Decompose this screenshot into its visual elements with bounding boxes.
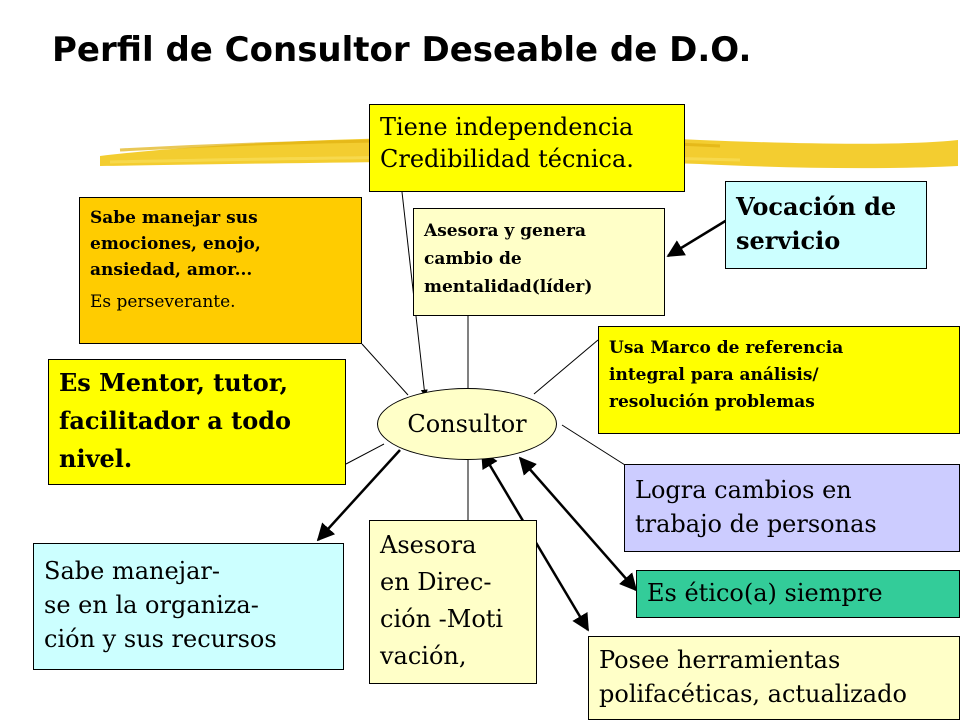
node-vocacion: Vocación de servicio bbox=[725, 181, 927, 269]
node-logra: Logra cambios en trabajo de personas bbox=[624, 464, 960, 552]
node-asesora-cambio: Asesora y genera cambio de mentalidad(lí… bbox=[413, 208, 665, 316]
node-line: Credibilidad técnica. bbox=[380, 145, 634, 173]
node-line: vación, bbox=[380, 642, 467, 670]
node-line: polifacéticas, actualizado bbox=[599, 680, 907, 708]
node-line: Sabe manejar sus bbox=[90, 208, 258, 228]
node-line: Es Mentor, tutor, bbox=[59, 368, 289, 397]
node-line: Usa Marco de referencia bbox=[609, 338, 844, 358]
node-direccion: Asesora en Direc- ción -Moti vación, bbox=[369, 520, 537, 684]
page-title: Perfil de Consultor Deseable de D.O. bbox=[52, 30, 752, 70]
arrow-etico bbox=[518, 456, 638, 592]
node-organizacion: Sabe manejar- se en la organiza- ción y … bbox=[33, 543, 344, 670]
node-marco: Usa Marco de referencia integral para an… bbox=[598, 326, 960, 434]
node-line: cambio de bbox=[424, 249, 522, 269]
link-marco bbox=[533, 339, 599, 395]
link-mentor bbox=[345, 443, 385, 465]
node-line: Posee herramientas bbox=[599, 646, 841, 674]
node-line: Tiene independencia bbox=[380, 113, 634, 141]
node-line: Es ético(a) siempre bbox=[647, 579, 883, 607]
arrow-vocacion bbox=[666, 218, 728, 258]
node-line: Sabe manejar- bbox=[44, 557, 221, 585]
node-line: facilitador a todo bbox=[59, 406, 292, 435]
node-line: ción -Moti bbox=[380, 605, 504, 633]
node-emociones: Sabe manejar sus emociones, enojo, ansie… bbox=[79, 197, 362, 344]
node-line: integral para análisis/ bbox=[609, 365, 819, 385]
node-line: Es perseverante. bbox=[90, 292, 236, 312]
consultor-center-node: Consultor bbox=[377, 388, 557, 460]
node-line: emociones, enojo, bbox=[90, 234, 261, 254]
node-line: se en la organiza- bbox=[44, 591, 259, 619]
node-line: Asesora bbox=[380, 531, 477, 559]
center-label: Consultor bbox=[407, 410, 527, 438]
node-line: ción y sus recursos bbox=[44, 625, 277, 653]
node-line: trabajo de personas bbox=[635, 510, 877, 538]
node-independencia: Tiene independencia Credibilidad técnica… bbox=[369, 104, 685, 192]
node-line: Logra cambios en bbox=[635, 476, 852, 504]
node-line: nivel. bbox=[59, 444, 133, 473]
node-line: resolución problemas bbox=[609, 392, 815, 412]
link-emociones bbox=[361, 343, 409, 396]
node-mentor: Es Mentor, tutor, facilitador a todo niv… bbox=[48, 359, 346, 485]
node-line: Vocación de bbox=[736, 192, 897, 221]
arrow-organizacion bbox=[316, 449, 401, 542]
node-line: ansiedad, amor... bbox=[90, 260, 253, 280]
node-line: mentalidad(líder) bbox=[424, 277, 593, 297]
node-line: servicio bbox=[736, 226, 841, 255]
node-line: en Direc- bbox=[380, 568, 492, 596]
node-etico: Es ético(a) siempre bbox=[636, 570, 960, 618]
node-line: Asesora y genera bbox=[424, 221, 587, 241]
node-herramientas: Posee herramientas polifacéticas, actual… bbox=[588, 636, 960, 720]
